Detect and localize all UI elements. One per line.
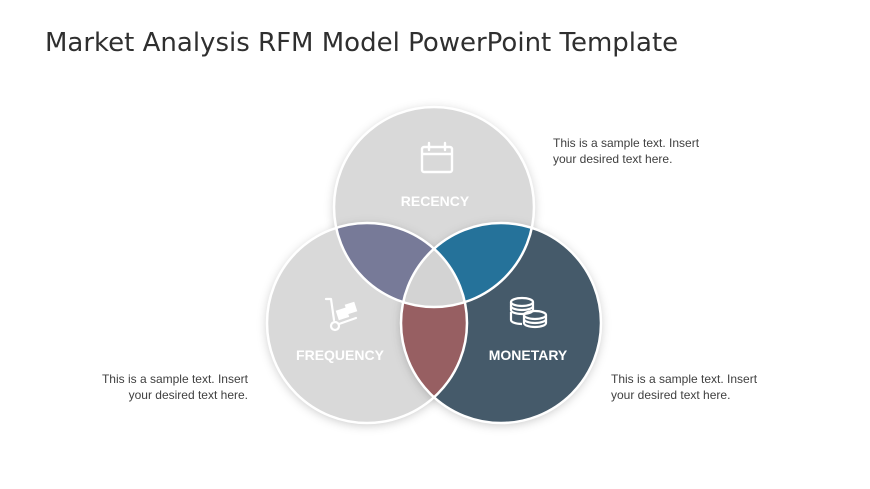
bottom-left-note-line-1: This is a sample text. Insert: [101, 372, 248, 386]
calendar-icon: [420, 141, 454, 174]
top-right-note-line-2: your desired text here.: [553, 152, 673, 166]
frequency-label: FREQUENCY: [296, 347, 385, 363]
top-right-note: This is a sample text. Insert your desir…: [553, 135, 699, 167]
bottom-right-note-line-2: your desired text here.: [611, 388, 731, 402]
bottom-left-note: This is a sample text. Insert your desir…: [80, 371, 248, 403]
coins-icon: [509, 296, 548, 329]
top-right-note-line-1: This is a sample text. Insert: [553, 136, 700, 150]
hand-truck-icon: [324, 297, 358, 332]
recency-label: RECENCY: [401, 193, 470, 209]
monetary-label: MONETARY: [489, 347, 568, 363]
center-overlap: [401, 223, 467, 307]
bottom-right-note-line-1: This is a sample text. Insert: [611, 372, 758, 386]
slide-title: Market Analysis RFM Model PowerPoint Tem…: [45, 28, 679, 58]
bottom-right-note: This is a sample text. Insert your desir…: [611, 371, 757, 403]
bottom-left-note-line-2: your desired text here.: [128, 388, 248, 402]
